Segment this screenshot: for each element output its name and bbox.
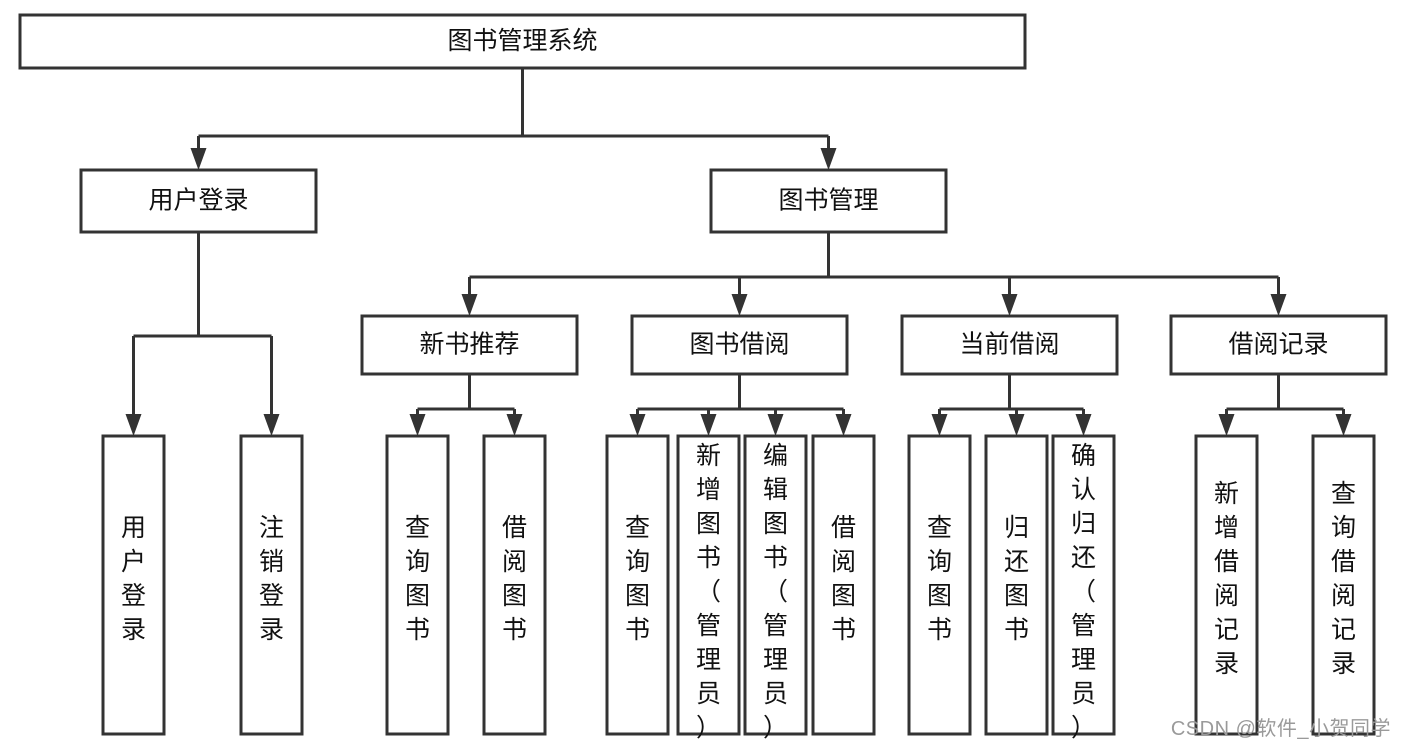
node-leaf-add-borrow-record[interactable]: 新增借阅记录	[1194, 434, 1259, 736]
arrow-head-icon	[190, 148, 207, 170]
node-box	[709, 168, 948, 234]
node-leaf-user-logout[interactable]: 注销登录	[239, 434, 304, 736]
node-label: 查询图书	[625, 514, 650, 644]
arrow-head-icon	[1075, 414, 1092, 436]
node-label: 借阅图书	[831, 514, 856, 644]
arrow-head-icon	[506, 414, 523, 436]
node-box	[811, 434, 876, 736]
node-leaf-confirm-return-admin[interactable]: 确认归还（管理员）	[1051, 434, 1116, 742]
node-label: 查询图书	[927, 514, 952, 644]
arrow-head-icon	[1270, 294, 1287, 316]
node-label: 借阅图书	[502, 514, 527, 644]
arrow-head-icon	[1335, 414, 1352, 436]
node-label: 编辑图书（管理员）	[763, 442, 788, 742]
node-root[interactable]: 图书管理系统	[18, 13, 1027, 70]
node-current-borrow[interactable]: 当前借阅	[900, 314, 1119, 376]
node-label: 用户登录	[121, 514, 146, 644]
arrow-head-icon	[461, 294, 478, 316]
watermark-text: CSDN @软件_小贺同学	[1170, 718, 1391, 740]
arrow-head-icon	[125, 414, 142, 436]
arrow-head-icon	[263, 414, 280, 436]
node-box	[743, 434, 808, 736]
node-new-book-recommend[interactable]: 新书推荐	[360, 314, 579, 376]
node-book-borrow[interactable]: 图书借阅	[630, 314, 849, 376]
arrow-head-icon	[731, 294, 748, 316]
node-leaf-query-book-borrow[interactable]: 查询图书	[605, 434, 670, 736]
node-leaf-borrow-book[interactable]: 借阅图书	[811, 434, 876, 736]
node-label: 查询借阅记录	[1331, 480, 1356, 678]
node-label: 图书借阅	[689, 331, 789, 359]
node-label: 新增图书（管理员）	[696, 442, 721, 742]
arrow-head-icon	[1001, 294, 1018, 316]
node-box	[1169, 314, 1388, 376]
node-leaf-edit-book-admin[interactable]: 编辑图书（管理员）	[743, 434, 808, 742]
node-box	[101, 434, 166, 736]
node-label: 当前借阅	[959, 331, 1059, 359]
node-label: 图书管理系统	[447, 27, 597, 55]
node-label: 用户登录	[148, 187, 248, 215]
node-label: 确认归还（管理员）	[1071, 442, 1096, 742]
node-leaf-borrow-book-rec[interactable]: 借阅图书	[482, 434, 547, 736]
node-label: 新书推荐	[419, 331, 519, 359]
node-leaf-return-book[interactable]: 归还图书	[984, 434, 1049, 736]
node-leaf-user-login[interactable]: 用户登录	[101, 434, 166, 736]
node-layer: 图书管理系统用户登录图书管理新书推荐图书借阅当前借阅借阅记录用户登录注销登录查询…	[18, 13, 1388, 742]
node-label: 借阅记录	[1228, 331, 1328, 359]
node-label: 新增借阅记录	[1214, 480, 1239, 678]
node-box	[79, 168, 318, 234]
node-borrow-record[interactable]: 借阅记录	[1169, 314, 1388, 376]
node-box	[239, 434, 304, 736]
node-box	[1311, 434, 1376, 736]
node-box	[907, 434, 972, 736]
node-box	[1051, 434, 1116, 736]
node-box	[630, 314, 849, 376]
node-label: 查询图书	[405, 514, 430, 644]
node-box	[900, 314, 1119, 376]
arrow-head-icon	[1218, 414, 1235, 436]
node-box	[1194, 434, 1259, 736]
arrow-head-icon	[767, 414, 784, 436]
arrow-head-icon	[629, 414, 646, 436]
arrow-head-icon	[820, 148, 837, 170]
node-book-manage[interactable]: 图书管理	[709, 168, 948, 234]
node-label: 图书管理	[778, 187, 878, 215]
node-box	[605, 434, 670, 736]
node-label: 注销登录	[259, 514, 284, 644]
node-box	[676, 434, 741, 736]
node-label: 归还图书	[1004, 514, 1029, 644]
arrow-head-icon	[700, 414, 717, 436]
node-box	[482, 434, 547, 736]
node-box	[18, 13, 1027, 70]
node-user-login[interactable]: 用户登录	[79, 168, 318, 234]
node-leaf-add-book-admin[interactable]: 新增图书（管理员）	[676, 434, 741, 742]
node-box	[385, 434, 450, 736]
arrow-head-icon	[835, 414, 852, 436]
node-leaf-query-book-current[interactable]: 查询图书	[907, 434, 972, 736]
node-leaf-query-book-rec[interactable]: 查询图书	[385, 434, 450, 736]
connector-layer	[125, 68, 1352, 436]
arrow-head-icon	[1008, 414, 1025, 436]
arrow-head-icon	[409, 414, 426, 436]
node-box	[984, 434, 1049, 736]
node-leaf-query-borrow-record[interactable]: 查询借阅记录	[1311, 434, 1376, 736]
arrow-head-icon	[931, 414, 948, 436]
node-box	[360, 314, 579, 376]
